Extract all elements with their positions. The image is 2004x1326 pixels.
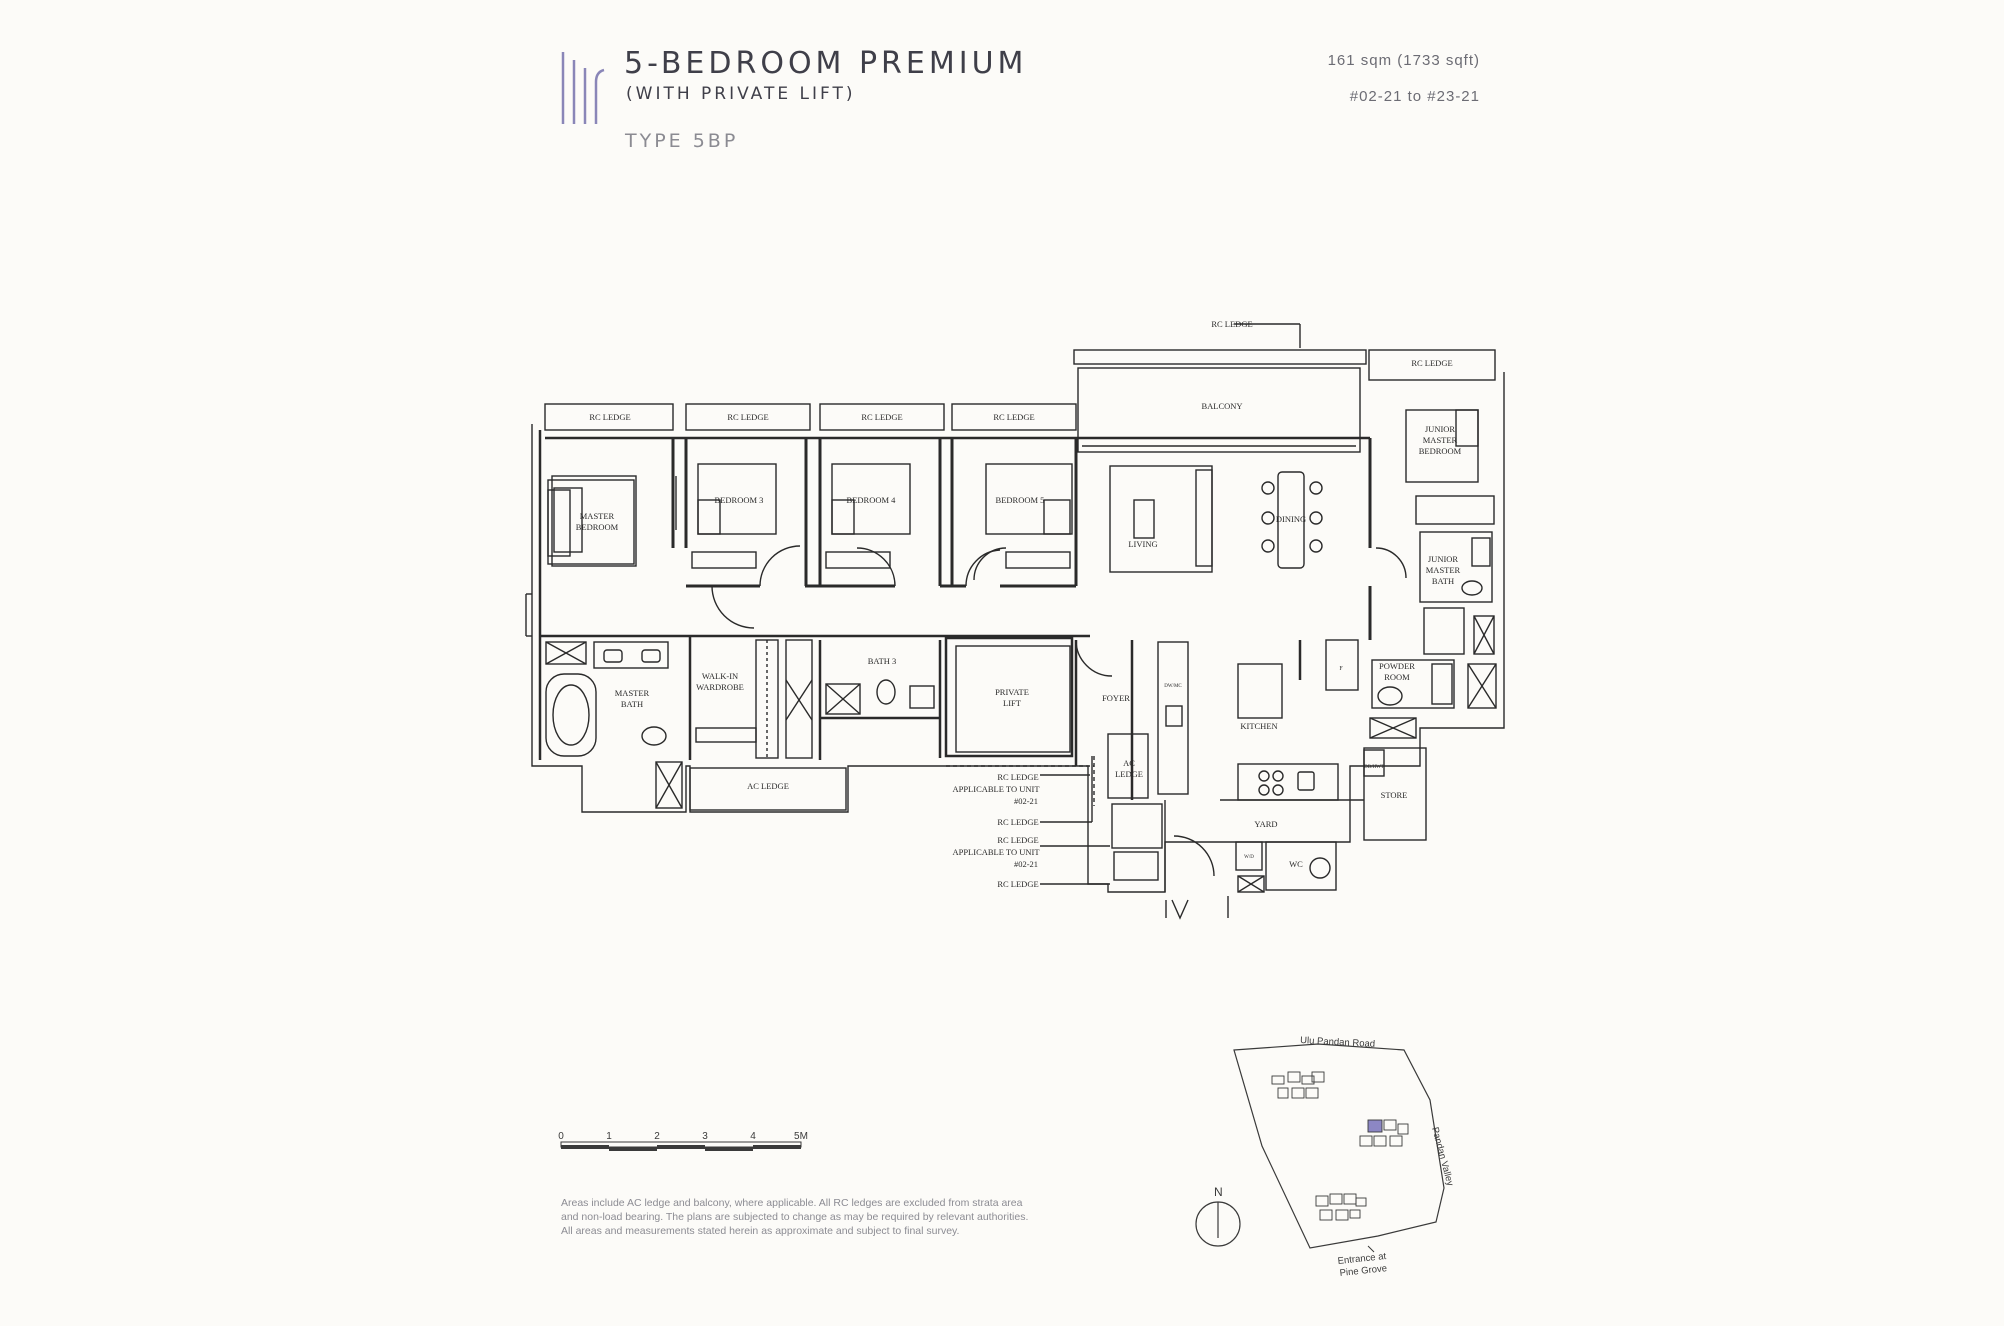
highlighted-block-icon <box>1367 1119 1383 1133</box>
compass-north-label: N <box>1214 1185 1223 1199</box>
ac-ledge-mid-label-2: LEDGE <box>1115 769 1143 779</box>
scale-tick-0: 0 <box>558 1131 564 1142</box>
balcony-label: BALCONY <box>1201 401 1242 411</box>
scale-tick-2: 2 <box>654 1131 660 1142</box>
private-lift-label-2: LIFT <box>1003 698 1022 708</box>
bedroom4-label: BEDROOM 4 <box>847 495 897 505</box>
wc-label: WC <box>1289 859 1303 869</box>
master-bedroom-label-1: MASTER <box>580 511 615 521</box>
callout-3-line-2: APPLICABLE TO UNIT <box>952 847 1040 857</box>
dwmc-label: DW/MC <box>1164 684 1182 689</box>
junior-master-bedroom-label-3: BEDROOM <box>1419 446 1462 456</box>
unit-type: TYPE 5BP <box>625 130 739 152</box>
junior-master-bedroom-label-1: JUNIOR <box>1425 424 1456 434</box>
ac-ledge-left-label: AC LEDGE <box>747 781 789 791</box>
callout-4-label: RC LEDGE <box>997 879 1038 889</box>
fridge-label: F <box>1339 666 1343 672</box>
rc-ledge-right-label: RC LEDGE <box>1411 358 1452 368</box>
rc-ledge-1-label: RC LEDGE <box>589 412 630 422</box>
kitchen-label: KITCHEN <box>1240 721 1277 731</box>
junior-master-bath-label-1: JUNIOR <box>1428 554 1459 564</box>
powder-room-label-2: ROOM <box>1384 672 1410 682</box>
rc-ledge-top-label: RC LEDGE <box>1211 319 1252 329</box>
private-lift-label-1: PRIVATE <box>995 687 1029 697</box>
callout-3-line-1: RC LEDGE <box>997 835 1038 845</box>
scale-bar: 0 1 2 3 4 5M <box>558 1131 808 1151</box>
junior-master-bedroom-label-2: MASTER <box>1423 435 1458 445</box>
ac-ledge-mid-label-1: AC <box>1123 758 1135 768</box>
brand-logo-icon <box>561 52 605 124</box>
wd-label: W/D <box>1244 855 1254 860</box>
master-bedroom-label-2: BEDROOM <box>576 522 619 532</box>
dbhwt-label: DB/HWT <box>1364 765 1384 770</box>
bedroom5-label: BEDROOM 5 <box>996 495 1045 505</box>
master-bath-label-2: BATH <box>621 699 643 709</box>
road-ulu-pandan-label: Ulu Pandan Road <box>1300 1035 1375 1050</box>
foyer-label: FOYER <box>1102 693 1130 703</box>
scale-tick-4: 4 <box>750 1131 756 1142</box>
scale-tick-5: 5M <box>794 1131 808 1142</box>
callout-1-line-3: #02-21 <box>1014 796 1038 806</box>
unit-area: 161 sqm (1733 sqft) <box>1327 52 1480 69</box>
powder-room-label-1: POWDER <box>1379 661 1415 671</box>
entrance-label-2: Pine Grove <box>1339 1263 1387 1279</box>
bath3-label: BATH 3 <box>868 656 897 666</box>
bedroom3-label: BEDROOM 3 <box>715 495 764 505</box>
callout-2-label: RC LEDGE <box>997 817 1038 827</box>
scale-tick-1: 1 <box>606 1131 612 1142</box>
site-plan: Ulu Pandan Road Pandan Valley Entrance a… <box>1195 1035 1455 1279</box>
junior-master-bath-label-3: BATH <box>1432 576 1454 586</box>
callout-1-line-2: APPLICABLE TO UNIT <box>952 784 1040 794</box>
store-label: STORE <box>1381 790 1408 800</box>
disclaimer-text: Areas include AC ledge and balcony, wher… <box>561 1197 1029 1237</box>
callout-3-line-3: #02-21 <box>1014 859 1038 869</box>
page-title: 5-BEDROOM PREMIUM <box>624 46 1028 81</box>
page-subtitle: (WITH PRIVATE LIFT) <box>626 84 856 104</box>
entrance-label-1: Entrance at <box>1337 1251 1387 1267</box>
scale-tick-3: 3 <box>702 1131 708 1142</box>
dining-label: DINING <box>1276 514 1306 524</box>
master-bath-label-1: MASTER <box>615 688 650 698</box>
callout-1-line-1: RC LEDGE <box>997 772 1038 782</box>
rc-ledge-3-label: RC LEDGE <box>861 412 902 422</box>
unit-numbers: #02-21 to #23-21 <box>1349 88 1480 105</box>
walk-in-wardrobe-label-1: WALK-IN <box>702 671 738 681</box>
yard-label: YARD <box>1254 819 1277 829</box>
rc-ledge-2-label: RC LEDGE <box>727 412 768 422</box>
living-label: LIVING <box>1128 539 1157 549</box>
walk-in-wardrobe-label-2: WARDROBE <box>696 682 744 692</box>
rc-ledge-4-label: RC LEDGE <box>993 412 1034 422</box>
junior-master-bath-label-2: MASTER <box>1426 565 1461 575</box>
